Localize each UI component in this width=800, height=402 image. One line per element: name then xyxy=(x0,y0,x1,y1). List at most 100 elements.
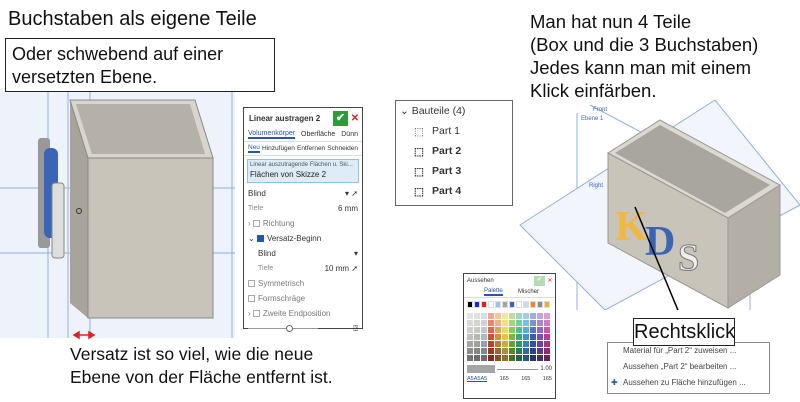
viewport-right[interactable]: Front Ebene 1 Right K D S xyxy=(515,95,800,310)
offset-start-checkbox[interactable] xyxy=(256,235,264,242)
color-swatch[interactable] xyxy=(544,313,550,319)
color-swatch[interactable] xyxy=(481,313,487,319)
color-swatch[interactable] xyxy=(467,355,473,361)
subtab-entfernen[interactable]: Entfernen xyxy=(296,145,326,152)
color-swatch[interactable] xyxy=(523,341,529,347)
color-swatch[interactable] xyxy=(467,301,473,308)
color-swatch[interactable] xyxy=(502,301,508,308)
color-swatch[interactable] xyxy=(530,334,536,340)
color-swatch[interactable] xyxy=(481,301,487,308)
color-swatch[interactable] xyxy=(509,355,515,361)
color-swatch[interactable] xyxy=(488,341,494,347)
color-swatch[interactable] xyxy=(544,320,550,326)
color-swatch[interactable] xyxy=(495,348,501,354)
color-swatch[interactable] xyxy=(481,334,487,340)
color-swatch[interactable] xyxy=(509,348,515,354)
menu-item-add-face-appearance[interactable]: ✚Aussehen zu Fläche hinzufügen ... xyxy=(608,375,769,391)
letters-offset[interactable] xyxy=(38,138,65,259)
color-swatch[interactable] xyxy=(537,301,543,308)
color-swatch[interactable] xyxy=(488,348,494,354)
color-swatch[interactable] xyxy=(516,334,522,340)
color-swatch[interactable] xyxy=(474,341,480,347)
symmetric-checkbox[interactable] xyxy=(248,280,255,287)
color-swatch[interactable] xyxy=(544,355,550,361)
color-swatch[interactable] xyxy=(523,320,529,326)
opacity-value[interactable]: 1.00 xyxy=(540,366,552,372)
color-swatch[interactable] xyxy=(474,301,480,308)
viewport-left[interactable] xyxy=(0,88,245,343)
color-swatch[interactable] xyxy=(495,313,501,319)
color-swatch[interactable] xyxy=(495,320,501,326)
letter-k[interactable]: K xyxy=(615,204,648,250)
tab-mischer[interactable]: Mischer xyxy=(517,289,539,295)
offset-depth-input[interactable]: 10 mm xyxy=(324,264,350,273)
flip-icon[interactable]: ➚ xyxy=(349,264,358,273)
color-swatch[interactable] xyxy=(481,327,487,333)
color-swatch[interactable] xyxy=(537,348,543,354)
hex-input[interactable]: A5A5A5 xyxy=(467,376,488,382)
color-swatch[interactable] xyxy=(523,355,529,361)
color-swatch[interactable] xyxy=(502,334,508,340)
color-swatch[interactable] xyxy=(530,301,536,308)
color-swatch[interactable] xyxy=(523,348,529,354)
color-swatch[interactable] xyxy=(495,341,501,347)
color-swatch[interactable] xyxy=(502,341,508,347)
r-input[interactable]: 165 xyxy=(499,376,509,382)
color-swatch[interactable] xyxy=(516,348,522,354)
color-swatch[interactable] xyxy=(530,320,536,326)
color-swatch[interactable] xyxy=(530,313,536,319)
color-swatch[interactable] xyxy=(516,301,522,308)
color-swatch[interactable] xyxy=(523,327,529,333)
close-icon[interactable]: ✕ xyxy=(547,278,553,284)
color-swatch[interactable] xyxy=(523,334,529,340)
color-swatch[interactable] xyxy=(530,341,536,347)
confirm-check-icon[interactable]: ✔ xyxy=(333,110,348,126)
color-swatch[interactable] xyxy=(481,341,487,347)
parts-header[interactable]: ⌄ Bauteile (4) xyxy=(396,101,512,121)
color-swatch[interactable] xyxy=(509,327,515,333)
color-swatch[interactable] xyxy=(544,348,550,354)
color-swatch[interactable] xyxy=(537,341,543,347)
color-swatch[interactable] xyxy=(509,334,515,340)
subtab-hinzufuegen[interactable]: Hinzufügen xyxy=(262,145,295,152)
color-swatch[interactable] xyxy=(481,348,487,354)
help-icon[interactable]: ⍰ xyxy=(353,323,358,333)
color-swatch[interactable] xyxy=(474,334,480,340)
color-swatch[interactable] xyxy=(474,313,480,319)
color-swatch[interactable] xyxy=(537,355,543,361)
color-swatch[interactable] xyxy=(544,334,550,340)
menu-item-assign-material[interactable]: Material für „Part 2“ zuweisen ... xyxy=(623,346,737,355)
chevron-down-icon[interactable]: ⌄ xyxy=(248,234,257,243)
color-swatch[interactable] xyxy=(488,334,494,340)
close-icon[interactable]: ✕ xyxy=(350,112,360,124)
letter-s[interactable]: S xyxy=(678,237,700,280)
slider[interactable]: ⍰ xyxy=(244,321,362,336)
color-swatch[interactable] xyxy=(502,320,508,326)
color-swatch[interactable] xyxy=(481,355,487,361)
color-swatch[interactable] xyxy=(502,313,508,319)
color-swatch[interactable] xyxy=(516,341,522,347)
b-input[interactable]: 165 xyxy=(542,376,552,382)
color-swatch[interactable] xyxy=(502,348,508,354)
color-swatch[interactable] xyxy=(516,313,522,319)
color-swatch[interactable] xyxy=(537,327,543,333)
list-item[interactable]: ⬚Part 4 xyxy=(396,181,512,201)
color-swatch[interactable] xyxy=(516,320,522,326)
color-swatch[interactable] xyxy=(509,341,515,347)
faces-selection[interactable]: Linear auszutragende Flächen u. Ski...Fl… xyxy=(247,159,359,183)
color-swatch[interactable] xyxy=(516,355,522,361)
chevron-right-icon[interactable]: › xyxy=(248,219,253,228)
second-end-checkbox[interactable] xyxy=(252,310,260,317)
color-swatch[interactable] xyxy=(495,327,501,333)
color-swatch[interactable] xyxy=(509,313,515,319)
color-swatch[interactable] xyxy=(530,348,536,354)
color-swatch[interactable] xyxy=(488,327,494,333)
list-item[interactable]: ⬚Part 1 xyxy=(396,121,512,141)
color-swatch[interactable] xyxy=(502,355,508,361)
color-swatch[interactable] xyxy=(467,320,473,326)
color-swatch[interactable] xyxy=(467,334,473,340)
box-body[interactable] xyxy=(69,99,214,319)
color-swatch[interactable] xyxy=(467,327,473,333)
color-swatch[interactable] xyxy=(488,320,494,326)
menu-item-edit-appearance[interactable]: Aussehen „Part 2“ bearbeiten ... xyxy=(623,362,737,371)
